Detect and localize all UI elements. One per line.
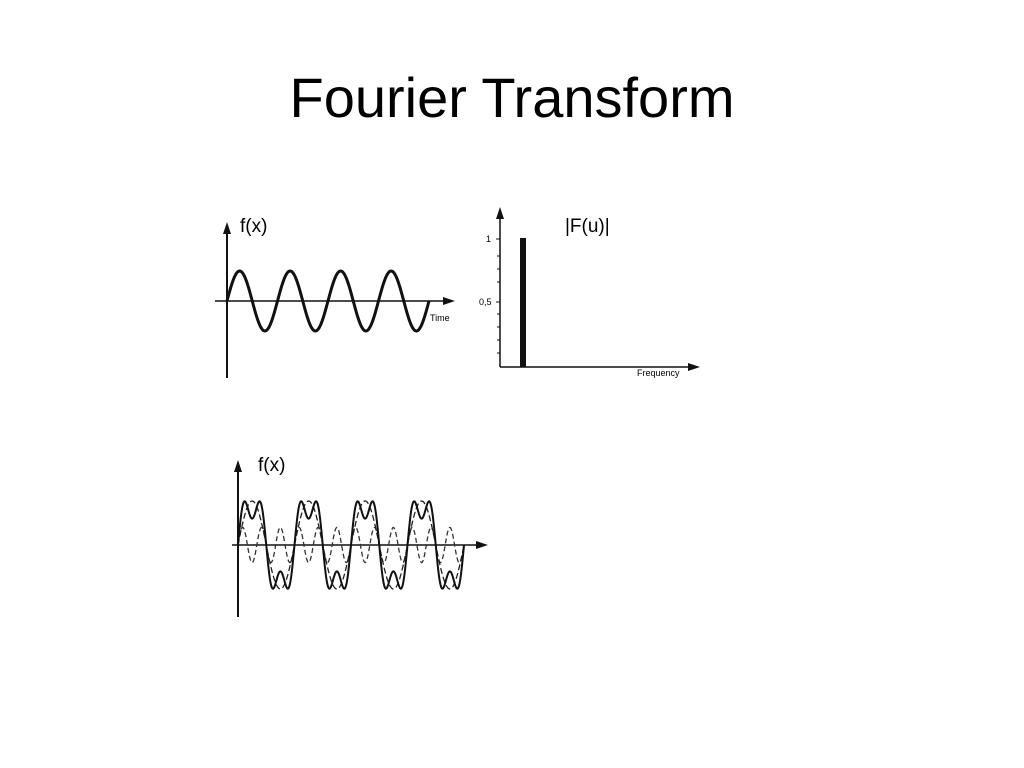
sine-x-label: Time [430,313,450,323]
spectrum-tick-label-1: 1 [486,234,491,244]
spectrum-y-label: |F(u)| [565,216,610,237]
spectrum-minor-ticks [497,255,500,354]
sine-figure: Time [215,222,455,378]
square-y-label: f(x) [258,455,286,476]
spectrum-tick-label-half: 0,5 [479,297,492,307]
sine-y-label: f(x) [240,216,268,237]
sine-wave [225,269,431,333]
spectrum-x-label: Frequency [637,368,680,378]
square-y-axis-arrow [234,460,242,472]
slide-title: Fourier Transform [289,66,735,129]
sine-y-axis-arrow [223,222,231,234]
spectrum-peak-bar [520,238,526,367]
sine-x-axis-arrow [443,297,455,305]
square-x-axis-arrow [476,541,488,549]
spectrum-figure: 1 0,5 Frequency [479,207,700,378]
square-wave-figure [232,460,488,617]
square-approx-wave [237,500,465,590]
spectrum-y-axis-arrow [496,207,504,219]
spectrum-x-axis-arrow [688,363,700,371]
